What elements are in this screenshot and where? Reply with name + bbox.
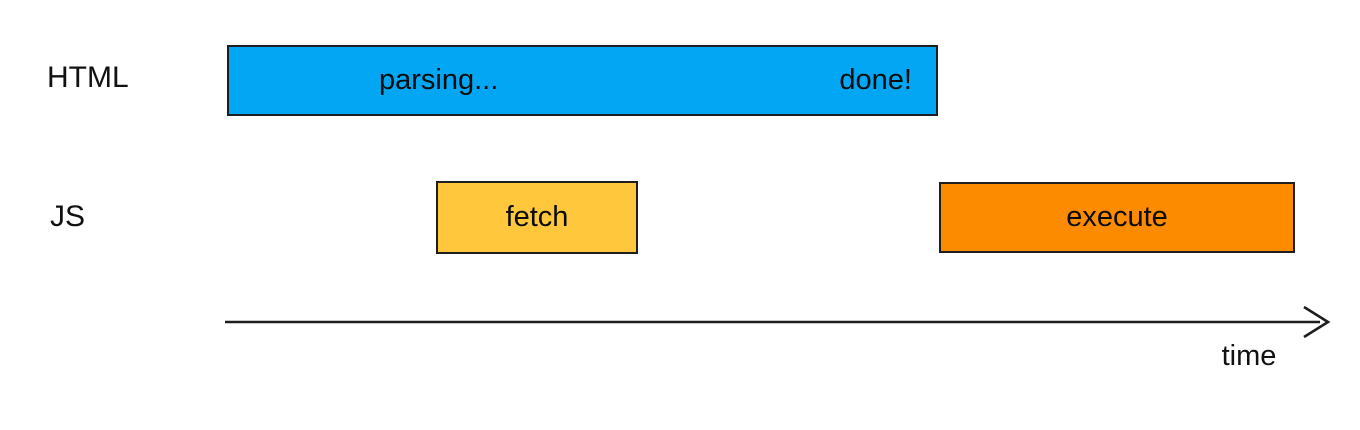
row-label-html: HTML bbox=[47, 61, 129, 94]
js-fetch-bar: fetch bbox=[436, 181, 638, 254]
time-axis-arrow bbox=[225, 305, 1331, 339]
execute-label: execute bbox=[1066, 201, 1168, 233]
done-label: done! bbox=[839, 64, 912, 96]
row-label-js: JS bbox=[50, 200, 86, 233]
time-axis-label: time bbox=[1221, 340, 1277, 372]
js-execute-bar: execute bbox=[939, 182, 1295, 253]
fetch-label: fetch bbox=[505, 201, 569, 233]
arrowhead-icon bbox=[1303, 305, 1331, 339]
html-parsing-bar: parsing... done! bbox=[227, 45, 938, 116]
parsing-label: parsing... bbox=[379, 64, 499, 96]
